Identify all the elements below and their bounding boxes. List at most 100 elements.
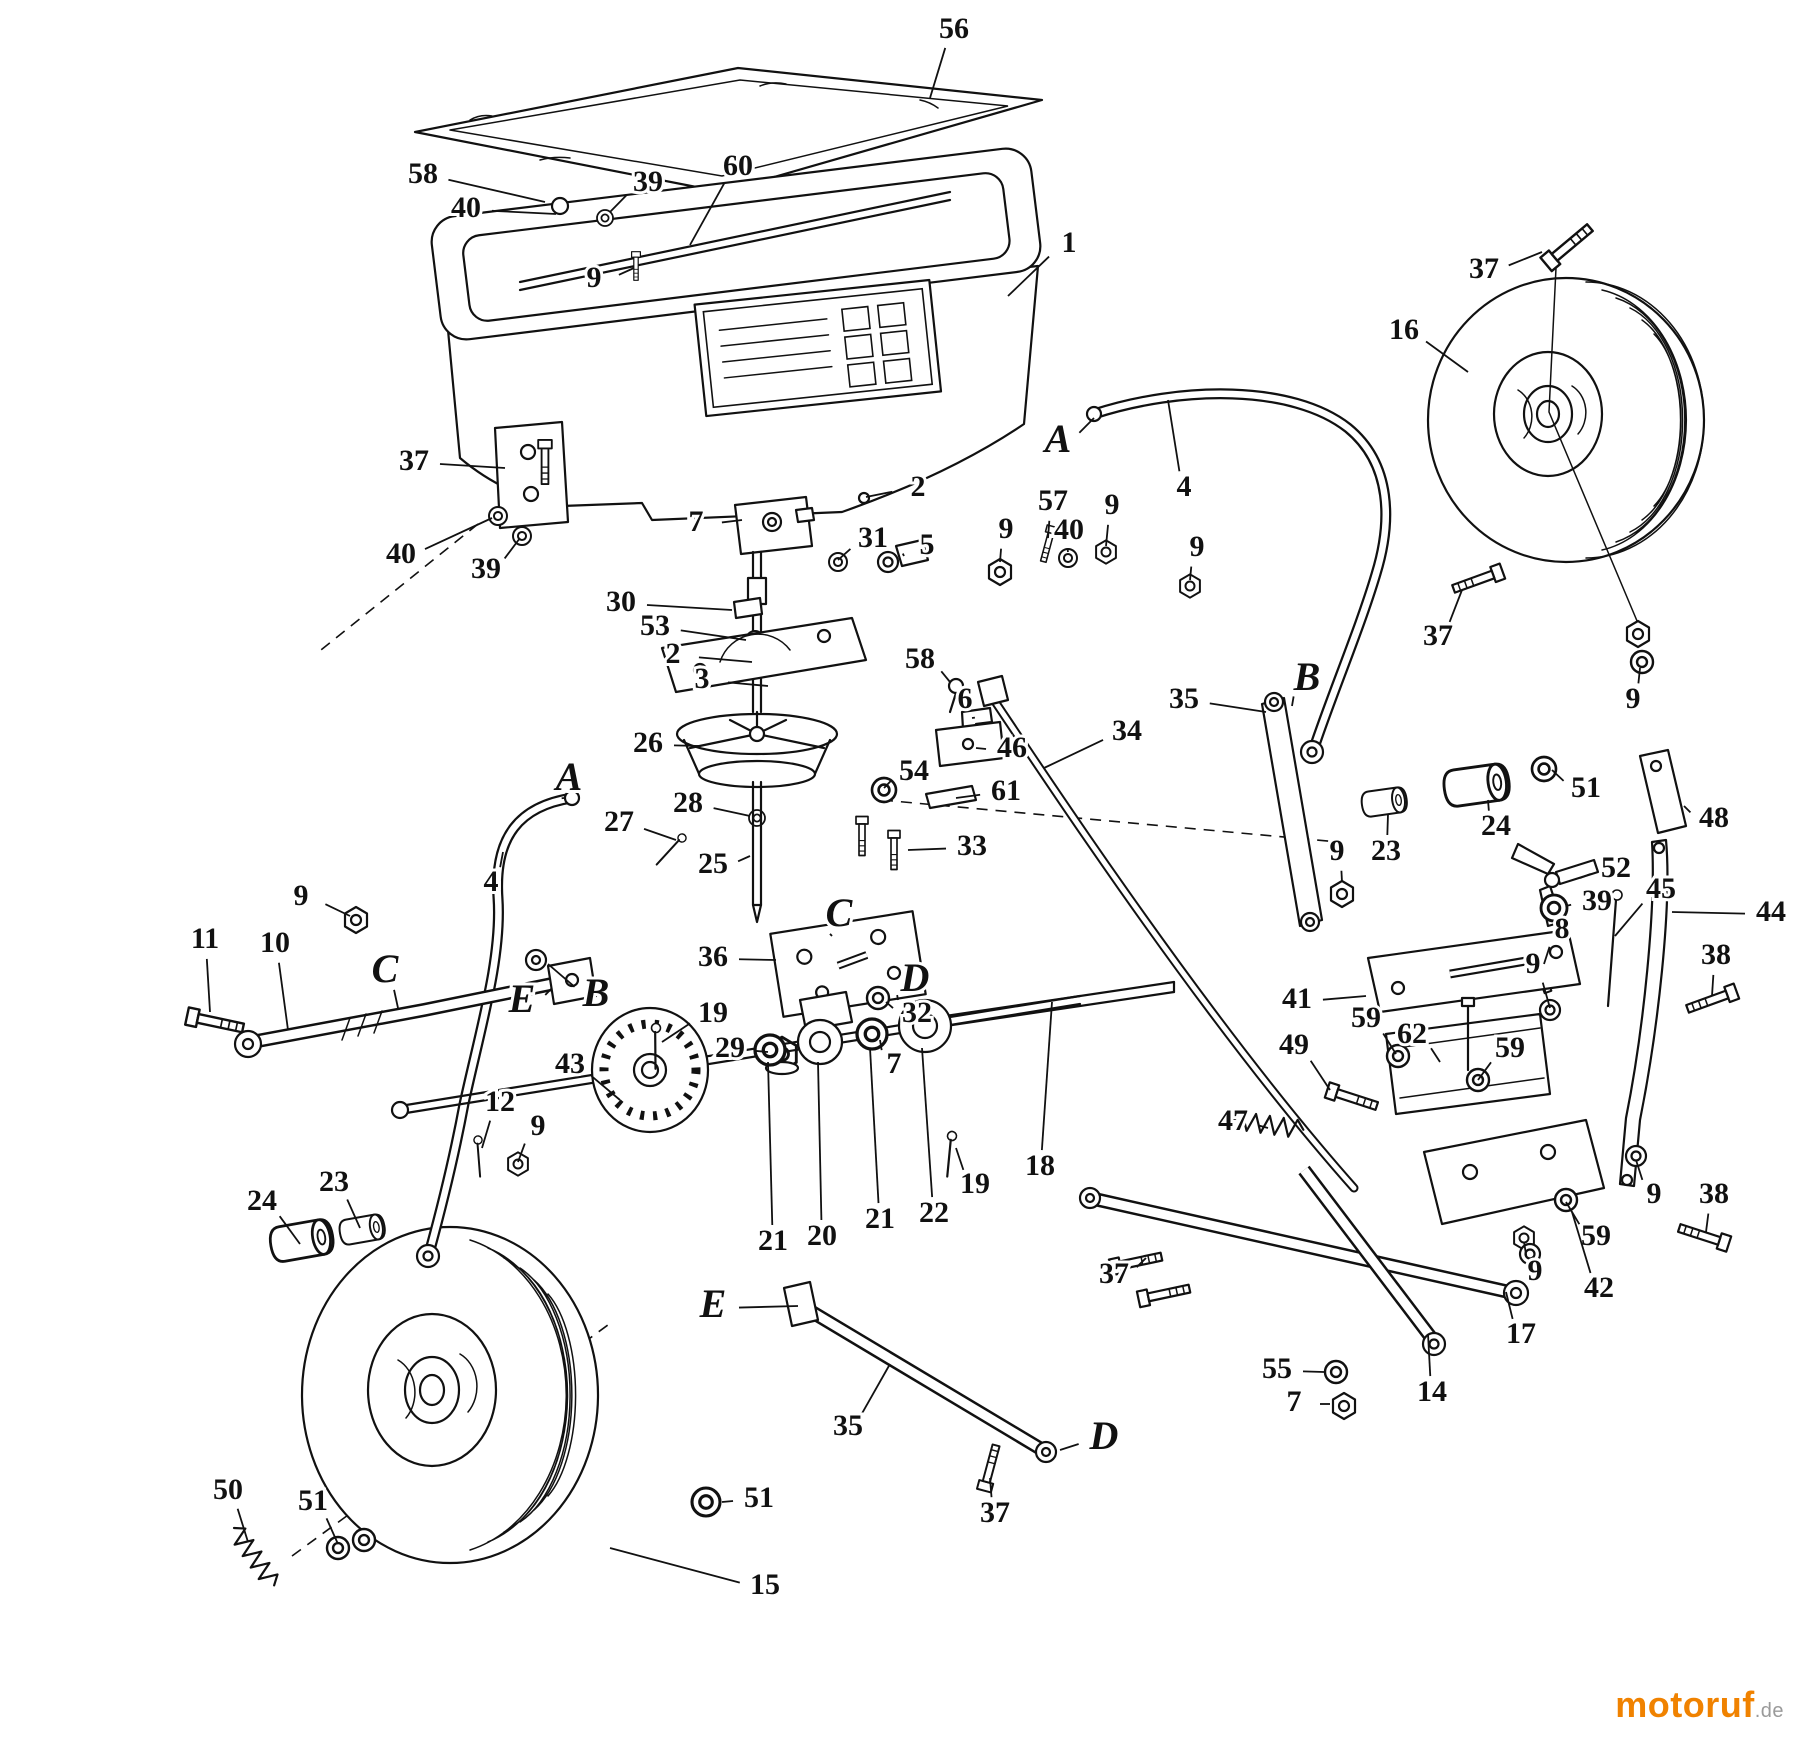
leader-line-58-1 [448,178,546,203]
leader-line-D-98 [1059,1443,1079,1451]
callout-9-22: 9 [1190,530,1205,563]
callout-49-72: 49 [1279,1028,1309,1061]
leader-line-59-73 [1477,1061,1492,1081]
callout-6-28: 6 [958,682,973,715]
leader-line-51-102 [721,1500,734,1503]
callout-14-96: 14 [1417,1375,1447,1408]
leader-line-17-92 [1505,1291,1514,1320]
callout-4-17: 4 [1177,470,1192,503]
leader-line-39-50 [1565,903,1572,907]
callout-10-56: 10 [260,926,290,959]
leader-line-16-8 [1425,340,1469,373]
callout-D-98: D [1089,1413,1119,1458]
leader-line-2-25 [698,656,753,663]
leader-line-39-3 [609,194,628,213]
callout-59-88: 59 [1581,1219,1611,1252]
leader-line-38-87 [1705,1213,1710,1233]
watermark-brand: motoruf [1615,1684,1755,1725]
callout-53-24: 53 [640,609,670,642]
leader-line-9-69 [1541,982,1551,1009]
callout-29-70: 29 [715,1031,745,1064]
leader-line-58-27 [940,670,951,683]
callout-47-79: 47 [1218,1104,1248,1137]
callout-2-25: 2 [666,637,681,670]
callout-36-61: 36 [698,940,728,973]
leader-line-12-75 [481,1120,492,1149]
leader-line-2-14 [865,490,893,498]
callout-7-95: 7 [1287,1385,1302,1418]
leader-line-62-68 [1430,1047,1441,1063]
spinner-assembly [649,491,1006,1076]
callout-12-75: 12 [485,1085,515,1118]
leader-line-33-41 [907,847,947,851]
leader-line-35-32 [1209,702,1267,713]
leader-line-20-83 [817,1061,823,1221]
callout-30-23: 30 [606,585,636,618]
leader-line-37-9 [439,463,506,469]
leader-line-10-56 [278,962,289,1031]
leader-line-61-37 [955,793,981,799]
leader-line-51-44 [1551,769,1565,782]
callout-60-4: 60 [723,149,753,182]
callout-58-27: 58 [905,642,935,675]
callout-39-11: 39 [471,552,501,585]
callout-62-68: 62 [1397,1017,1427,1050]
leader-line-24-80 [278,1215,301,1245]
callout-9-21: 9 [1105,488,1120,521]
lid-clip [550,196,570,216]
callout-34-31: 34 [1112,714,1142,747]
leader-line-21-82 [767,1061,774,1226]
callout-E-93: E [699,1281,727,1326]
leader-line-35-97 [861,1363,891,1414]
callout-43-74: 43 [555,1047,585,1080]
leader-line-47-79 [1258,1124,1269,1129]
callout-22-85: 22 [919,1196,949,1229]
callout-37-89: 37 [1099,1257,1129,1290]
callout-31-13: 31 [858,521,888,554]
callout-55-94: 55 [1262,1352,1292,1385]
leader-line-9-48 [1340,870,1343,883]
leader-line-19-78 [955,1147,965,1171]
leader-line-4-17 [1167,399,1181,472]
callout-1-6: 1 [1062,226,1077,259]
callout-9-76: 9 [531,1109,546,1142]
right-handle-tube [1085,388,1392,765]
leader-line-53-24 [680,629,747,641]
callout-D-64: D [900,955,930,1000]
callout-50-100: 50 [213,1473,243,1506]
callout-17-92: 17 [1506,1317,1536,1350]
callout-21-82: 21 [758,1224,788,1257]
leader-line-54-36 [883,780,892,789]
callout-24-46: 24 [1481,809,1511,842]
leader-line-42-90 [1571,1211,1592,1274]
leader-line-27-38 [643,828,677,841]
leader-line-B-33 [1291,696,1295,707]
callout-11-55: 11 [191,922,219,955]
leader-line-14-96 [1427,1333,1432,1377]
callout-16-8: 16 [1389,313,1419,346]
callout-23-81: 23 [319,1165,349,1198]
callout-40-10: 40 [386,537,416,570]
leader-line-22-85 [921,1047,934,1198]
leader-line-39-11 [503,537,521,560]
left-handle-tube [415,789,581,1269]
callout-51-44: 51 [1571,771,1601,804]
leader-line-34-31 [1043,739,1104,769]
leader-line-55-94 [1302,1370,1325,1373]
callout-9-69: 9 [1526,947,1541,980]
callout-9-91: 9 [1528,1254,1543,1287]
callout-8-52: 8 [1555,912,1570,945]
upper-support-strap [1260,562,1507,933]
callout-9-5: 9 [587,261,602,294]
bottom-strap [782,1280,1058,1494]
hopper-left-bracket [488,420,570,546]
leader-line-48-47 [1683,805,1692,814]
callout-A-42: A [553,754,583,799]
leader-line-4-43 [499,851,504,868]
watermark-tld: .de [1754,1700,1784,1722]
leader-line-23-81 [346,1199,361,1229]
leader-line-41-66 [1322,995,1367,1001]
leader-line-52-49 [1579,873,1591,879]
leader-line-8-52 [1543,946,1551,965]
